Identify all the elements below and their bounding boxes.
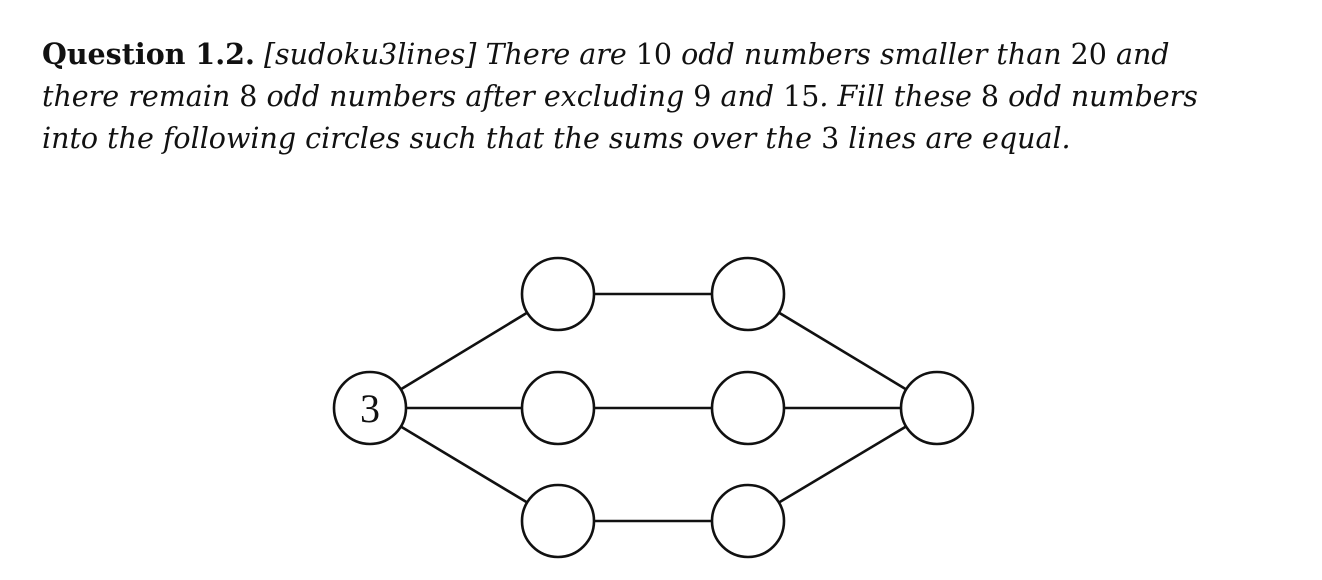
text-fragment: . Fill these [819, 80, 981, 113]
number: 9 [693, 80, 712, 113]
number: 8 [980, 80, 1000, 113]
question-text: Question 1.2. [sudoku3lines] There are 1… [42, 33, 1282, 160]
text-fragment: odd numbers after excluding [257, 80, 694, 113]
text-fragment: odd numbers [999, 80, 1198, 113]
text-fragment: There are [485, 38, 636, 71]
question-tag: [sudoku3lines] [263, 38, 477, 71]
circle-right [899, 370, 975, 446]
circle-bottom-2 [710, 483, 786, 559]
diagram-edges [369, 292, 938, 523]
question-line-1: Question 1.2. [sudoku3lines] There are 1… [42, 33, 1282, 76]
circle-mid-2 [710, 370, 786, 446]
text-fragment: and [711, 80, 784, 113]
diagram-nodes: 3 [332, 256, 975, 559]
circle-bottom-1 [520, 483, 596, 559]
text-fragment: lines are equal. [839, 122, 1071, 155]
text-fragment: there remain [42, 80, 240, 113]
number: 3 [821, 122, 840, 155]
circle-mid-1 [520, 370, 596, 446]
number: 15 [783, 80, 820, 113]
question-line-2: there remain 8 odd numbers after excludi… [42, 76, 1282, 118]
question-line-3: into the following circles such that the… [42, 118, 1282, 160]
number: 10 [635, 38, 673, 71]
text-fragment: and [1106, 38, 1170, 71]
text-fragment: odd numbers smaller than [672, 38, 1071, 71]
circle-left [332, 370, 408, 446]
number: 20 [1070, 38, 1107, 71]
text-fragment: into the following circles such that the… [42, 122, 822, 155]
left-circle-value: 3 [360, 386, 380, 431]
circle-top-2 [710, 256, 786, 332]
question-label: Question 1.2. [42, 37, 255, 71]
circle-top-1 [520, 256, 596, 332]
number: 8 [239, 80, 258, 113]
